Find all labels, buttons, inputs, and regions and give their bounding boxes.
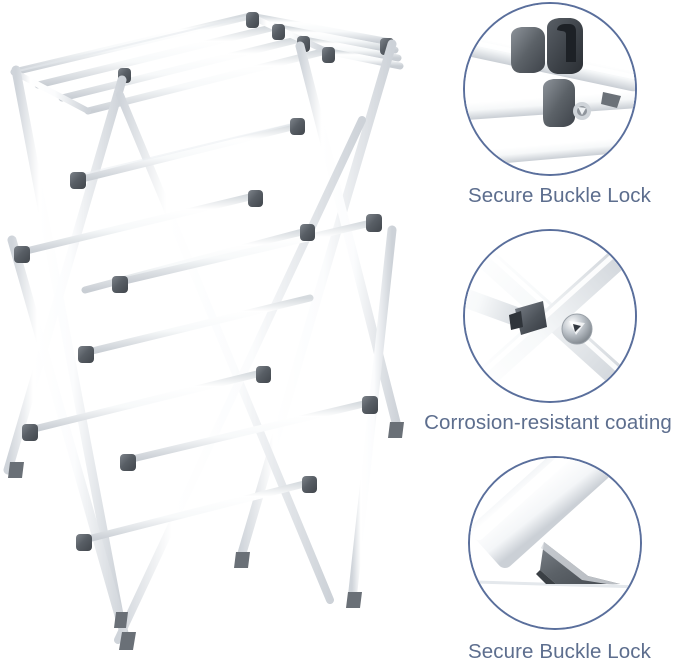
feature-image-buckle-lock [463,2,637,176]
left-leg-frame [3,65,131,645]
bar-clips [14,118,382,551]
feature-image-cross-joint [463,229,637,403]
feature-callout-secure-buckle-lock-foot: Secure Buckle Lock [440,454,679,664]
feature-callout-corrosion-resistant-coating: Corrosion-resistant coating [424,227,679,452]
feature-caption: Secure Buckle Lock [468,184,651,207]
feature-callout-column: Secure Buckle Lock [424,0,679,664]
feature-image-wrapper [463,229,637,403]
right-leg-frame [235,39,403,605]
feature-caption: Corrosion-resistant coating [424,411,672,434]
feature-callout-secure-buckle-lock-top: Secure Buckle Lock [440,0,679,222]
feature-image-wrapper [468,456,642,630]
feature-caption: Secure Buckle Lock [468,640,651,663]
rack-frame [3,12,404,650]
feature-image-foot-cap [468,456,642,630]
rack-feet [8,422,404,650]
product-photo [3,12,404,650]
feature-image-wrapper [463,2,637,176]
